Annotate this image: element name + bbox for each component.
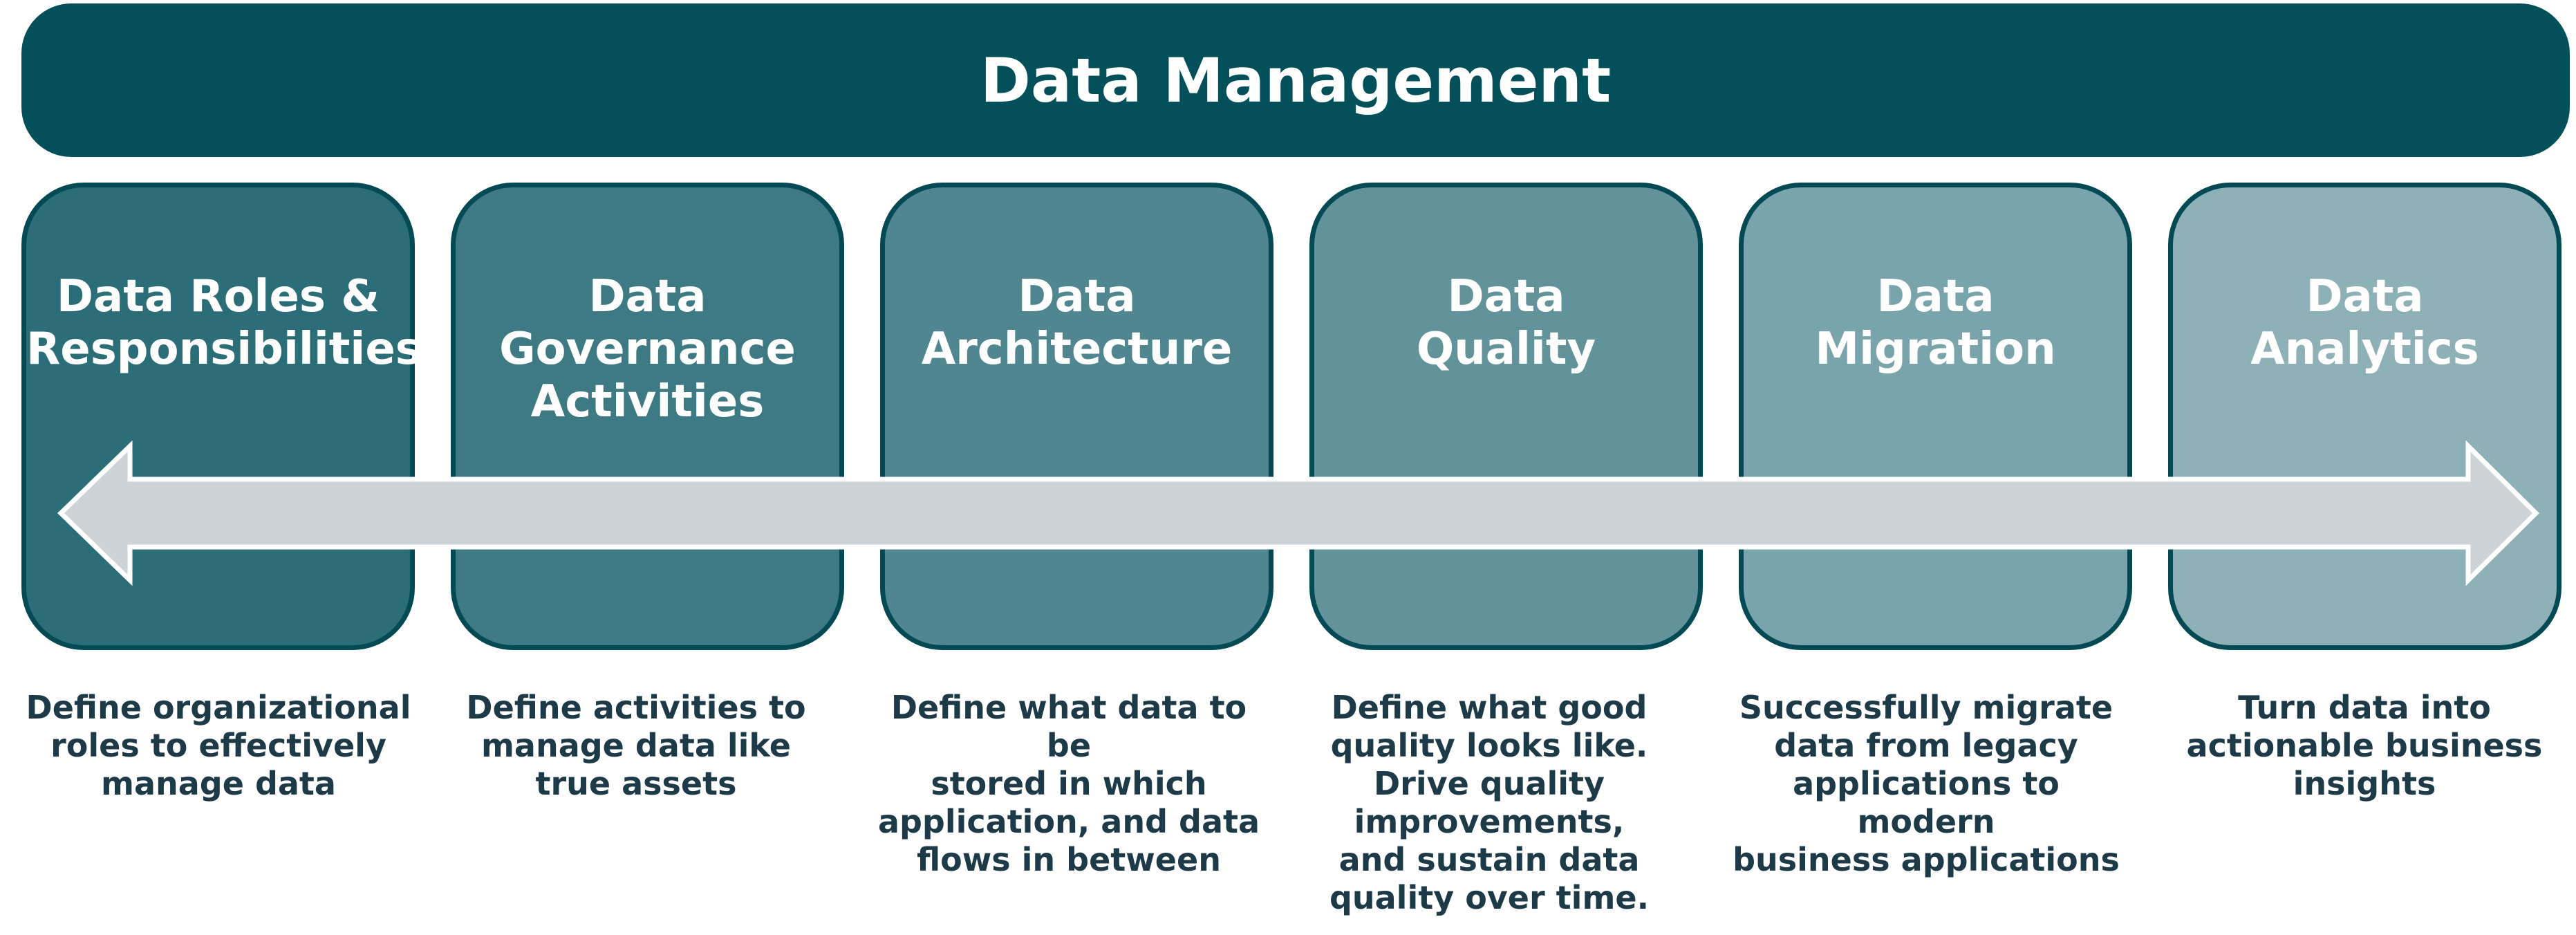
description-data-architecture: Define what data to be stored in which a… bbox=[877, 689, 1260, 878]
card-data-analytics: Data Analytics bbox=[2168, 183, 2561, 650]
description-data-governance: Define activities to manage data like tr… bbox=[466, 689, 806, 802]
card-data-roles: Data Roles & Responsibilities bbox=[21, 183, 422, 650]
banner-title: Data Management bbox=[980, 44, 1612, 116]
description-data-quality: Define what good quality looks like. Dri… bbox=[1329, 689, 1650, 916]
data-management-banner: Data Management bbox=[21, 3, 2570, 157]
card-data-migration: Data Migration bbox=[1739, 183, 2132, 650]
card-data-quality: Data Quality bbox=[1309, 183, 1703, 650]
card-title: Data Roles & Responsibilities bbox=[26, 271, 422, 375]
description-data-roles: Define organizational roles to effective… bbox=[26, 689, 411, 802]
card-title: Data Migration bbox=[1815, 271, 2056, 375]
card-title: Data Governance Activities bbox=[499, 271, 796, 427]
description-data-analytics: Turn data into actionable business insig… bbox=[2186, 689, 2543, 802]
card-title: Data Quality bbox=[1416, 271, 1596, 375]
description-data-migration: Successfully migrate data from legacy ap… bbox=[1733, 689, 2120, 878]
card-data-governance: Data Governance Activities bbox=[451, 183, 844, 650]
card-title: Data Analytics bbox=[2250, 271, 2479, 375]
card-title: Data Architecture bbox=[921, 271, 1233, 375]
card-data-architecture: Data Architecture bbox=[880, 183, 1273, 650]
arrow-shape bbox=[57, 440, 2539, 586]
